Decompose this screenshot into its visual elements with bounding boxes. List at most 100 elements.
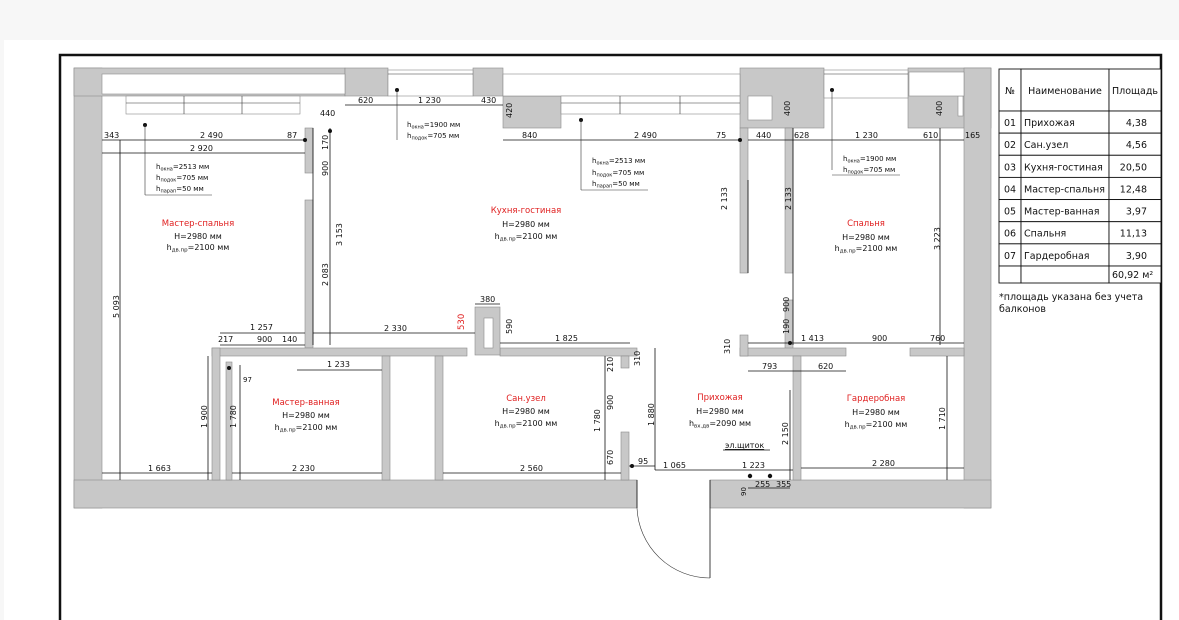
dim-label: 1 900 xyxy=(200,405,209,428)
dim-label: 190 xyxy=(782,319,791,334)
table-cell-num: 05 xyxy=(1004,207,1016,218)
window-note-bedroom: hокна=1900 мм hподок=705 мм xyxy=(832,155,900,176)
window-note-master: hокна=2513 мм hподок=705 мм hпарап=50 мм xyxy=(145,163,212,196)
svg-text:Сан.узел: Сан.узел xyxy=(506,394,546,404)
dimension-labels: 343 2 490 87 2 920 440 620 1 230 430 420… xyxy=(104,96,980,496)
dim-label: 255 xyxy=(755,480,770,489)
table-cell-num: 02 xyxy=(1004,140,1016,151)
svg-text:Мастер-ванная: Мастер-ванная xyxy=(272,398,340,408)
dim-label: 430 xyxy=(481,96,496,105)
table-cell-name: Гардеробная xyxy=(1024,251,1090,262)
table-cell-area: 3,90 xyxy=(1126,251,1147,262)
dimension-lines xyxy=(102,88,964,489)
table-cell-num: 06 xyxy=(1004,229,1016,240)
dim-label: 1 065 xyxy=(663,461,686,470)
dim-label: 1 257 xyxy=(250,323,273,332)
dim-label: 1 230 xyxy=(855,131,878,140)
dim-label: 900 xyxy=(782,297,791,312)
table-cell-name: Мастер-ванная xyxy=(1024,207,1099,218)
dim-label: 210 xyxy=(606,357,615,372)
room-label-hallway: Прихожая H=2980 мм hвх.дв=2090 мм xyxy=(689,393,751,430)
svg-text:hокна=1900 мм: hокна=1900 мм xyxy=(407,121,460,131)
dim-label: 5 093 xyxy=(112,295,121,318)
svg-text:Спальня: Спальня xyxy=(847,219,885,229)
table-header-name: Наименование xyxy=(1028,86,1102,97)
room-label-master-bath: Мастер-ванная H=2980 мм hдв.пр=2100 мм xyxy=(272,398,340,434)
dim-label: 620 xyxy=(358,96,373,105)
dim-label: 900 xyxy=(321,161,330,176)
windows xyxy=(101,69,965,115)
dim-label: 1 233 xyxy=(327,360,350,369)
dim-label: 217 xyxy=(218,335,233,344)
table-note-line2: балконов xyxy=(999,304,1046,315)
dim-label: 2 920 xyxy=(190,144,213,153)
svg-text:H=2980 мм: H=2980 мм xyxy=(852,408,900,417)
dim-label: 97 xyxy=(243,376,252,384)
dim-label: 760 xyxy=(930,334,945,343)
dim-label: 590 xyxy=(505,319,514,334)
dim-label: 2 490 xyxy=(634,131,657,140)
table-cell-name: Прихожая xyxy=(1024,118,1075,129)
dim-label: 440 xyxy=(320,109,335,118)
dim-label-red: 530 xyxy=(457,314,467,330)
svg-text:hвх.дв=2090 мм: hвх.дв=2090 мм xyxy=(689,419,751,430)
svg-text:H=2980 мм: H=2980 мм xyxy=(502,220,550,229)
svg-text:H=2980 мм: H=2980 мм xyxy=(842,233,890,242)
dim-label: 355 xyxy=(776,480,791,489)
dim-label: 90 xyxy=(740,487,748,496)
dim-label: 400 xyxy=(935,101,944,116)
svg-text:hподок=705 мм: hподок=705 мм xyxy=(592,169,644,179)
dim-label: 620 xyxy=(818,362,833,371)
table-row: 07 Гардеробная 3,90 xyxy=(998,243,1162,267)
dim-label: 170 xyxy=(321,135,330,150)
dim-label: 75 xyxy=(716,131,726,140)
drawing-frame xyxy=(58,53,1163,620)
dim-label: 1 230 xyxy=(418,96,441,105)
table-cell-num: 03 xyxy=(1004,162,1016,173)
dim-label: 793 xyxy=(762,362,777,371)
dim-label: 310 xyxy=(633,351,642,366)
window-note-kitchen-right: hокна=2513 мм hподок=705 мм hпарап=50 мм xyxy=(581,157,648,191)
table-cell-num: 07 xyxy=(1004,251,1016,262)
dim-label: 310 xyxy=(723,339,732,354)
svg-text:hокна=2513 мм: hокна=2513 мм xyxy=(592,157,645,167)
svg-text:hподок=705 мм: hподок=705 мм xyxy=(843,166,895,176)
svg-text:Прихожая: Прихожая xyxy=(697,393,743,403)
window-note-kitchen-left: hокна=1900 мм hподок=705 мм xyxy=(407,121,460,142)
dim-label: 2 280 xyxy=(872,459,895,468)
table-cell-name: Спальня xyxy=(1024,229,1066,240)
table-cell-area: 3,97 xyxy=(1126,207,1147,218)
table-total: 60,92 м² xyxy=(1112,270,1153,281)
svg-text:H=2980 мм: H=2980 мм xyxy=(696,407,744,416)
table-row: 06 Спальня 11,13 xyxy=(998,221,1162,245)
table-cell-area: 20,50 xyxy=(1120,162,1147,173)
table-header-area: Площадь xyxy=(1112,86,1158,97)
svg-text:hдв.пр=2100 мм: hдв.пр=2100 мм xyxy=(495,232,558,243)
table-note-line1: *площадь указана без учета xyxy=(999,292,1143,303)
dim-label: 900 xyxy=(606,395,615,410)
dim-label: 840 xyxy=(522,131,537,140)
svg-text:hокна=2513 мм: hокна=2513 мм xyxy=(156,163,209,173)
dim-label: 440 xyxy=(756,131,771,140)
dim-label: 1 663 xyxy=(148,464,171,473)
room-label-bathroom: Сан.узел H=2980 мм hдв.пр=2100 мм xyxy=(495,394,558,430)
svg-text:hдв.пр=2100 мм: hдв.пр=2100 мм xyxy=(167,243,230,254)
table-cell-area: 12,48 xyxy=(1120,184,1147,195)
table-cell-area: 4,38 xyxy=(1126,118,1147,129)
dim-label: 900 xyxy=(872,334,887,343)
dim-label: 1 710 xyxy=(938,407,947,430)
dim-label: 1 413 xyxy=(801,334,824,343)
table-header-num: № xyxy=(1005,86,1015,97)
table-cell-area: 11,13 xyxy=(1120,229,1147,240)
svg-text:H=2980 мм: H=2980 мм xyxy=(282,411,330,420)
dim-label: 165 xyxy=(965,131,980,140)
dim-label: 2 230 xyxy=(292,464,315,473)
dim-label: 1 880 xyxy=(647,403,656,426)
dim-label: 2 133 xyxy=(720,187,729,210)
